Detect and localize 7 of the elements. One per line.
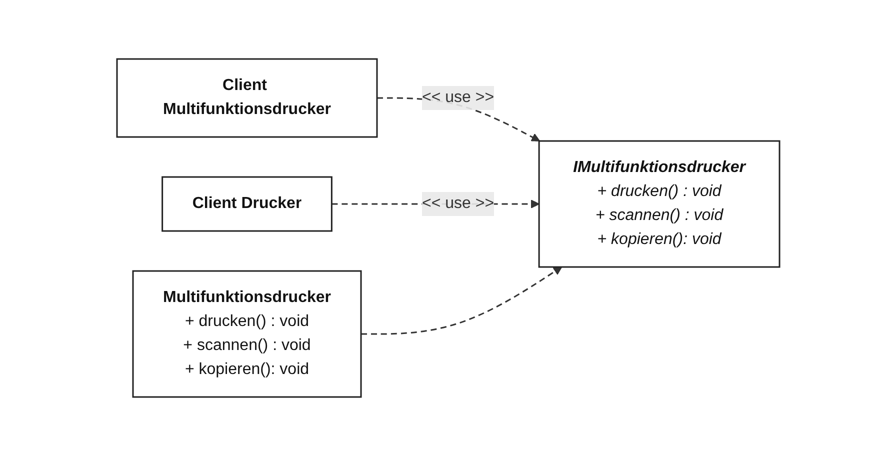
node-box: Client Drucker [161, 176, 332, 232]
node-box: Multifunktionsdrucker + drucken() : void + scannen() : void + kopieren(): void [132, 270, 362, 398]
edge-label: << use >> [422, 89, 494, 106]
edge-label: << use >> [422, 195, 494, 212]
node-box: Client Multifunktionsdrucker [116, 58, 378, 138]
node-box: IMultifunktionsdrucker + drucken() : void + scannen() : void + kopieren(): void [538, 140, 780, 268]
arrow [360, 266, 562, 335]
